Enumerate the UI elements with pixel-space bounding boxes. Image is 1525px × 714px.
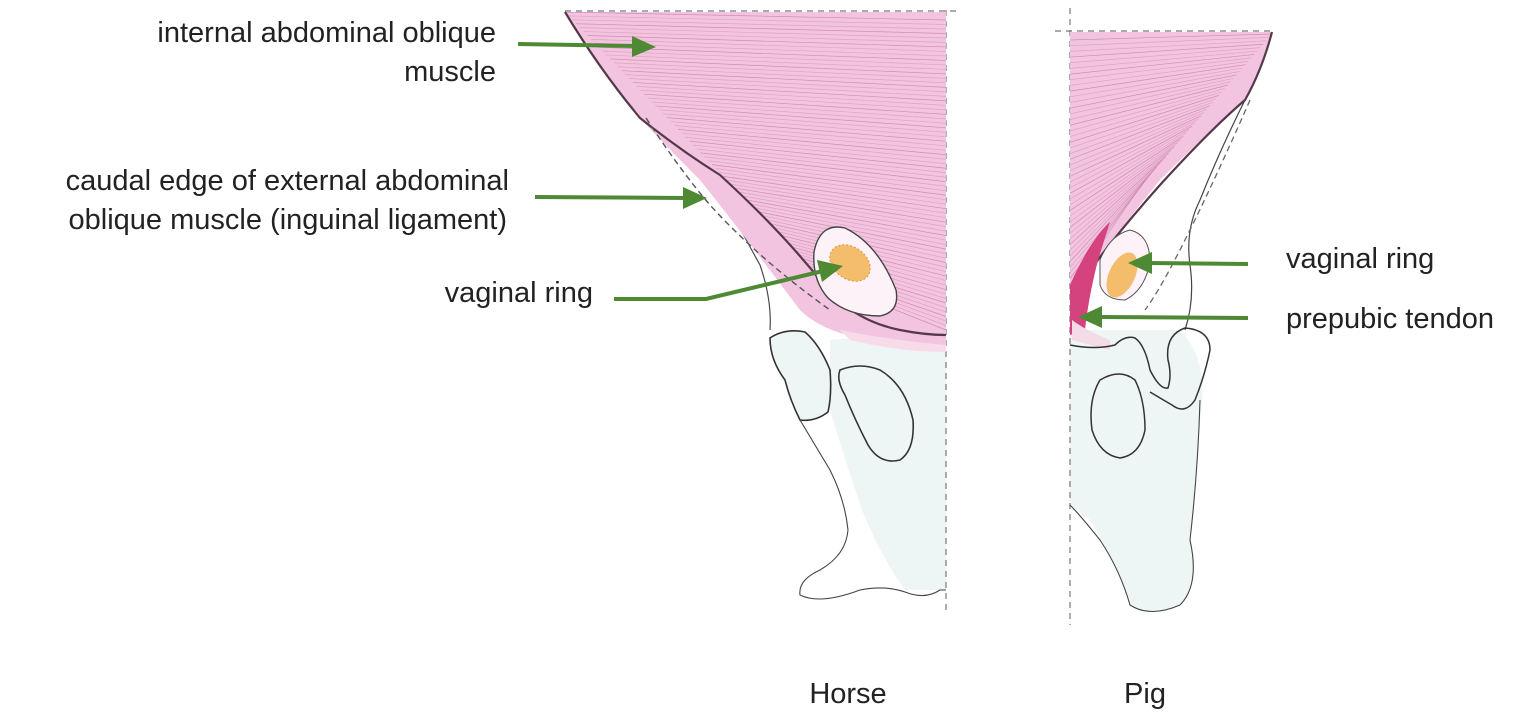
horse-inguinal-ligament <box>645 117 831 311</box>
pig-muscle-edge <box>1089 31 1274 271</box>
horse-diagram <box>564 10 960 610</box>
pig-muscle-fibers <box>1070 33 1272 291</box>
label-vaginal-ring-horse: vaginal ring <box>444 277 593 309</box>
pig-prepubic-tendon <box>1070 222 1110 335</box>
pig-ischium-outline <box>1069 399 1201 613</box>
label-prepubic-tendon: prepubic tendon <box>1286 303 1494 335</box>
pig-inguinal-ligament <box>1144 99 1251 311</box>
pig-obturator-foramen <box>1090 373 1146 459</box>
horse-ischium-outline <box>799 419 946 600</box>
label-vaginal-ring-pig: vaginal ring <box>1286 243 1435 275</box>
label-internal-oblique-line2: muscle <box>404 56 496 88</box>
horse-prepubic-region <box>840 330 946 352</box>
pig-background-tissue <box>1070 330 1203 612</box>
arrow-prepubic-tendon <box>1078 306 1249 328</box>
pig-internal-oblique-muscle <box>1070 32 1272 300</box>
label-inguinal-line2: oblique muscle (inguinal ligament) <box>68 204 507 236</box>
horse-pubis <box>769 330 832 422</box>
pig-ilium-outline <box>1184 99 1246 331</box>
pig-tendon-insertion <box>1072 320 1110 350</box>
horse-vaginal-ring <box>829 244 871 282</box>
caption-horse: Horse <box>809 678 887 710</box>
caption-pig: Pig <box>1124 678 1166 710</box>
label-internal-oblique-line1: internal abdominal oblique <box>157 17 496 49</box>
leader-arrows <box>517 36 1249 328</box>
horse-obturator-foramen <box>838 365 915 462</box>
horse-muscle-edge <box>564 11 947 337</box>
arrow-internal-oblique <box>517 36 656 57</box>
arrow-vaginal-ring-pig <box>1128 252 1249 274</box>
label-inguinal-line1: caudal edge of external abdominal <box>65 165 509 197</box>
arrow-vaginal-ring-horse <box>614 260 843 301</box>
pig-pubis <box>1069 327 1211 410</box>
arrow-inguinal-ligament <box>534 187 707 209</box>
